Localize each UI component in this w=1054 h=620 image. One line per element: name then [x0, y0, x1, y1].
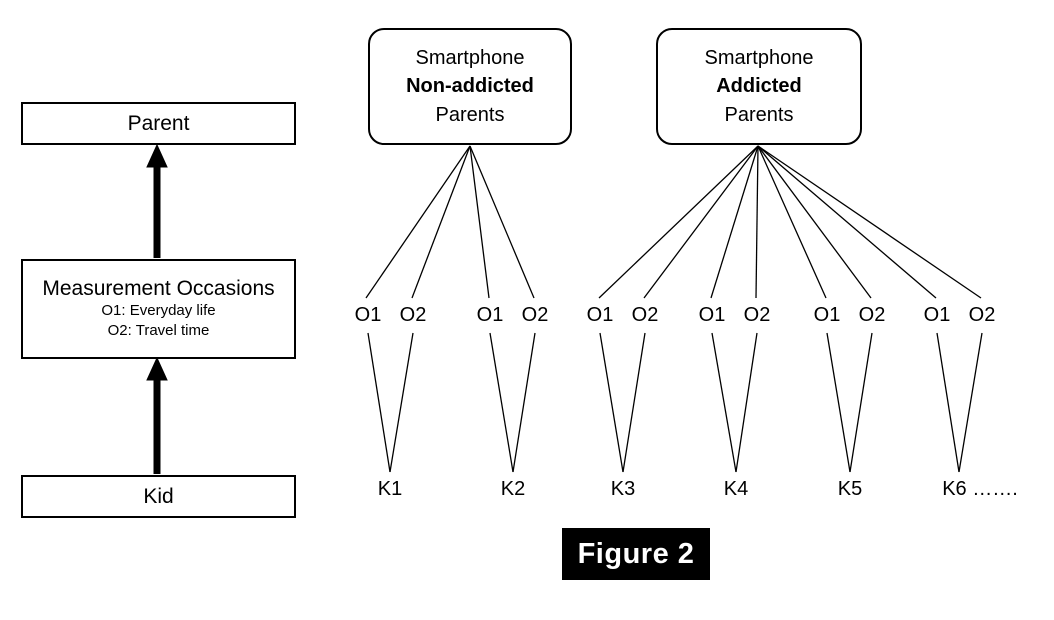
edge-nonaddicted-k1-o1 — [365, 145, 471, 299]
edge-o2-to-k2 — [512, 332, 536, 473]
group-line1-addicted: Smartphone — [704, 46, 814, 69]
edge-addicted-k3-o2 — [643, 145, 759, 299]
edge-nonaddicted-k1-o2 — [411, 145, 471, 299]
edge-o2-to-k5 — [849, 332, 873, 473]
edge-o1-to-k2 — [489, 332, 514, 473]
fan-non-addicted — [365, 145, 535, 299]
edge-o2-to-k3 — [622, 332, 646, 473]
arrow-measurement-to-parent-head — [146, 143, 168, 168]
level-label-parent: Parent — [127, 111, 190, 135]
edge-nonaddicted-k2-o2 — [469, 145, 535, 299]
group-box-addicted[interactable]: Smartphone Addicted Parents — [656, 28, 862, 145]
figure-caption: Figure 2 — [562, 528, 710, 580]
level-sublabel-o2: O2: Travel time — [107, 321, 210, 339]
edge-o1-to-k6 — [936, 332, 960, 473]
group-line1-non-addicted: Smartphone — [415, 46, 525, 69]
occasion-node-k6-o2[interactable]: O2 — [968, 304, 996, 326]
kid-node-k4[interactable]: K4 — [723, 478, 749, 500]
occasion-node-k3-o1[interactable]: O1 — [586, 304, 614, 326]
occasion-node-k2-o1[interactable]: O1 — [476, 304, 504, 326]
fan-addicted — [598, 145, 982, 299]
group-line2-non-addicted: Non-addicted — [406, 75, 534, 98]
level-label-measurement-occasions: Measurement Occasions — [42, 276, 275, 300]
edge-o2-to-k6 — [958, 332, 983, 473]
edge-o1-to-k5 — [826, 332, 851, 473]
group-line3-addicted: Parents — [724, 103, 794, 126]
kid-node-k1[interactable]: K1 — [377, 478, 403, 500]
occasion-node-k4-o1[interactable]: O1 — [698, 304, 726, 326]
occasion-node-k4-o2[interactable]: O2 — [743, 304, 771, 326]
level-box-kid[interactable]: Kid — [21, 475, 296, 518]
group-box-non-addicted[interactable]: Smartphone Non-addicted Parents — [368, 28, 572, 145]
group-line2-addicted: Addicted — [716, 75, 802, 98]
edge-addicted-k6-o2 — [757, 145, 982, 299]
edge-addicted-k5-o2 — [757, 145, 872, 299]
edge-nonaddicted-k2-o1 — [469, 145, 490, 299]
occasion-node-k1-o2[interactable]: O2 — [399, 304, 427, 326]
level-box-measurement-occasions[interactable]: Measurement Occasions O1: Everyday life … — [21, 259, 296, 359]
edge-addicted-k4-o1 — [710, 145, 759, 299]
arrow-kid-to-measurement-head — [146, 356, 168, 381]
edge-o1-to-k4 — [711, 332, 737, 473]
kid-node-k2[interactable]: K2 — [500, 478, 526, 500]
edge-addicted-k6-o1 — [757, 145, 937, 299]
occasion-node-k1-o1[interactable]: O1 — [354, 304, 382, 326]
occasion-node-k6-o1[interactable]: O1 — [923, 304, 951, 326]
occasion-node-k5-o2[interactable]: O2 — [858, 304, 886, 326]
edge-addicted-k5-o1 — [757, 145, 827, 299]
kid-node-k6[interactable]: K6 ……. — [942, 478, 1018, 500]
kid-node-k5[interactable]: K5 — [837, 478, 863, 500]
occasion-node-k3-o2[interactable]: O2 — [631, 304, 659, 326]
edge-addicted-k4-o2 — [755, 145, 759, 299]
edge-o2-to-k4 — [735, 332, 758, 473]
occasion-to-kid-connectors — [367, 332, 983, 473]
edge-o1-to-k1 — [367, 332, 391, 473]
level-label-kid: Kid — [143, 484, 174, 508]
level-box-parent[interactable]: Parent — [21, 102, 296, 145]
level-sublabel-o1: O1: Everyday life — [101, 301, 216, 319]
edge-o1-to-k3 — [599, 332, 624, 473]
group-line3-non-addicted: Parents — [435, 103, 505, 126]
edge-o2-to-k1 — [389, 332, 414, 473]
edge-addicted-k3-o1 — [598, 145, 759, 299]
kid-node-k3[interactable]: K3 — [610, 478, 636, 500]
occasion-node-k5-o1[interactable]: O1 — [813, 304, 841, 326]
occasion-node-k2-o2[interactable]: O2 — [521, 304, 549, 326]
